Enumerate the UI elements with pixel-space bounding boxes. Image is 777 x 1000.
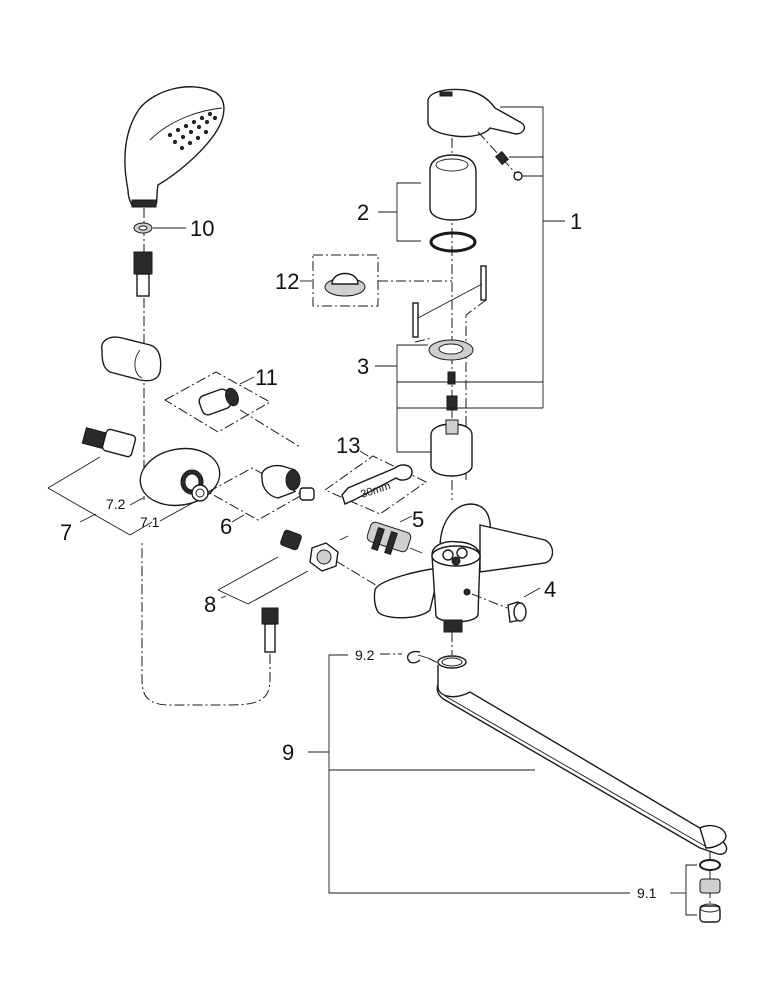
label-4: 4: [544, 577, 556, 602]
part-8-hose-connection: [217, 529, 385, 605]
label-9-1: 9.1: [637, 885, 657, 901]
part-4-plug: [471, 587, 541, 623]
label-8: 8: [204, 592, 216, 617]
part-9-swivel-spout: [436, 655, 728, 855]
label-6: 6: [220, 514, 232, 539]
label-7-1: 7.1: [140, 514, 160, 530]
label-13: 13: [336, 433, 360, 458]
hose-end-fitting: [133, 251, 153, 297]
label-9-2: 9.2: [355, 647, 375, 663]
part-1-lever-handle: [427, 88, 526, 181]
shower-spray-nozzles: [167, 111, 218, 151]
shower-wall-holder: [101, 336, 162, 382]
part-10-washer: [133, 222, 186, 234]
label-11: 11: [255, 365, 278, 390]
part-13-spanner: 30mm: [323, 450, 427, 515]
label-12: 12: [275, 269, 299, 294]
label-7-2: 7.2: [106, 496, 126, 512]
part-11-adapter: [163, 371, 301, 448]
label-3: 3: [357, 354, 369, 379]
part-6-elbow: [206, 464, 315, 523]
shower-hose-lower: [141, 540, 279, 706]
label-10: 10: [190, 216, 214, 241]
part-7-wall-connection: [47, 427, 221, 536]
label-2: 2: [357, 200, 369, 225]
part-12-temperature-limiter: [300, 254, 452, 307]
part-2-cover-sleeve: [429, 154, 477, 253]
label-1: 1: [570, 209, 582, 234]
hand-shower: [124, 86, 225, 208]
label-9: 9: [282, 740, 294, 765]
label-5: 5: [412, 507, 424, 532]
part-3-cartridge-assembly: [412, 265, 487, 480]
part-9-2-retaining-clip: [380, 650, 441, 665]
part-5-diverter-cartridge: [366, 515, 423, 556]
mixer-body: [373, 503, 554, 633]
part-9-1-aerator-set: [699, 852, 721, 923]
label-7: 7: [60, 520, 72, 545]
